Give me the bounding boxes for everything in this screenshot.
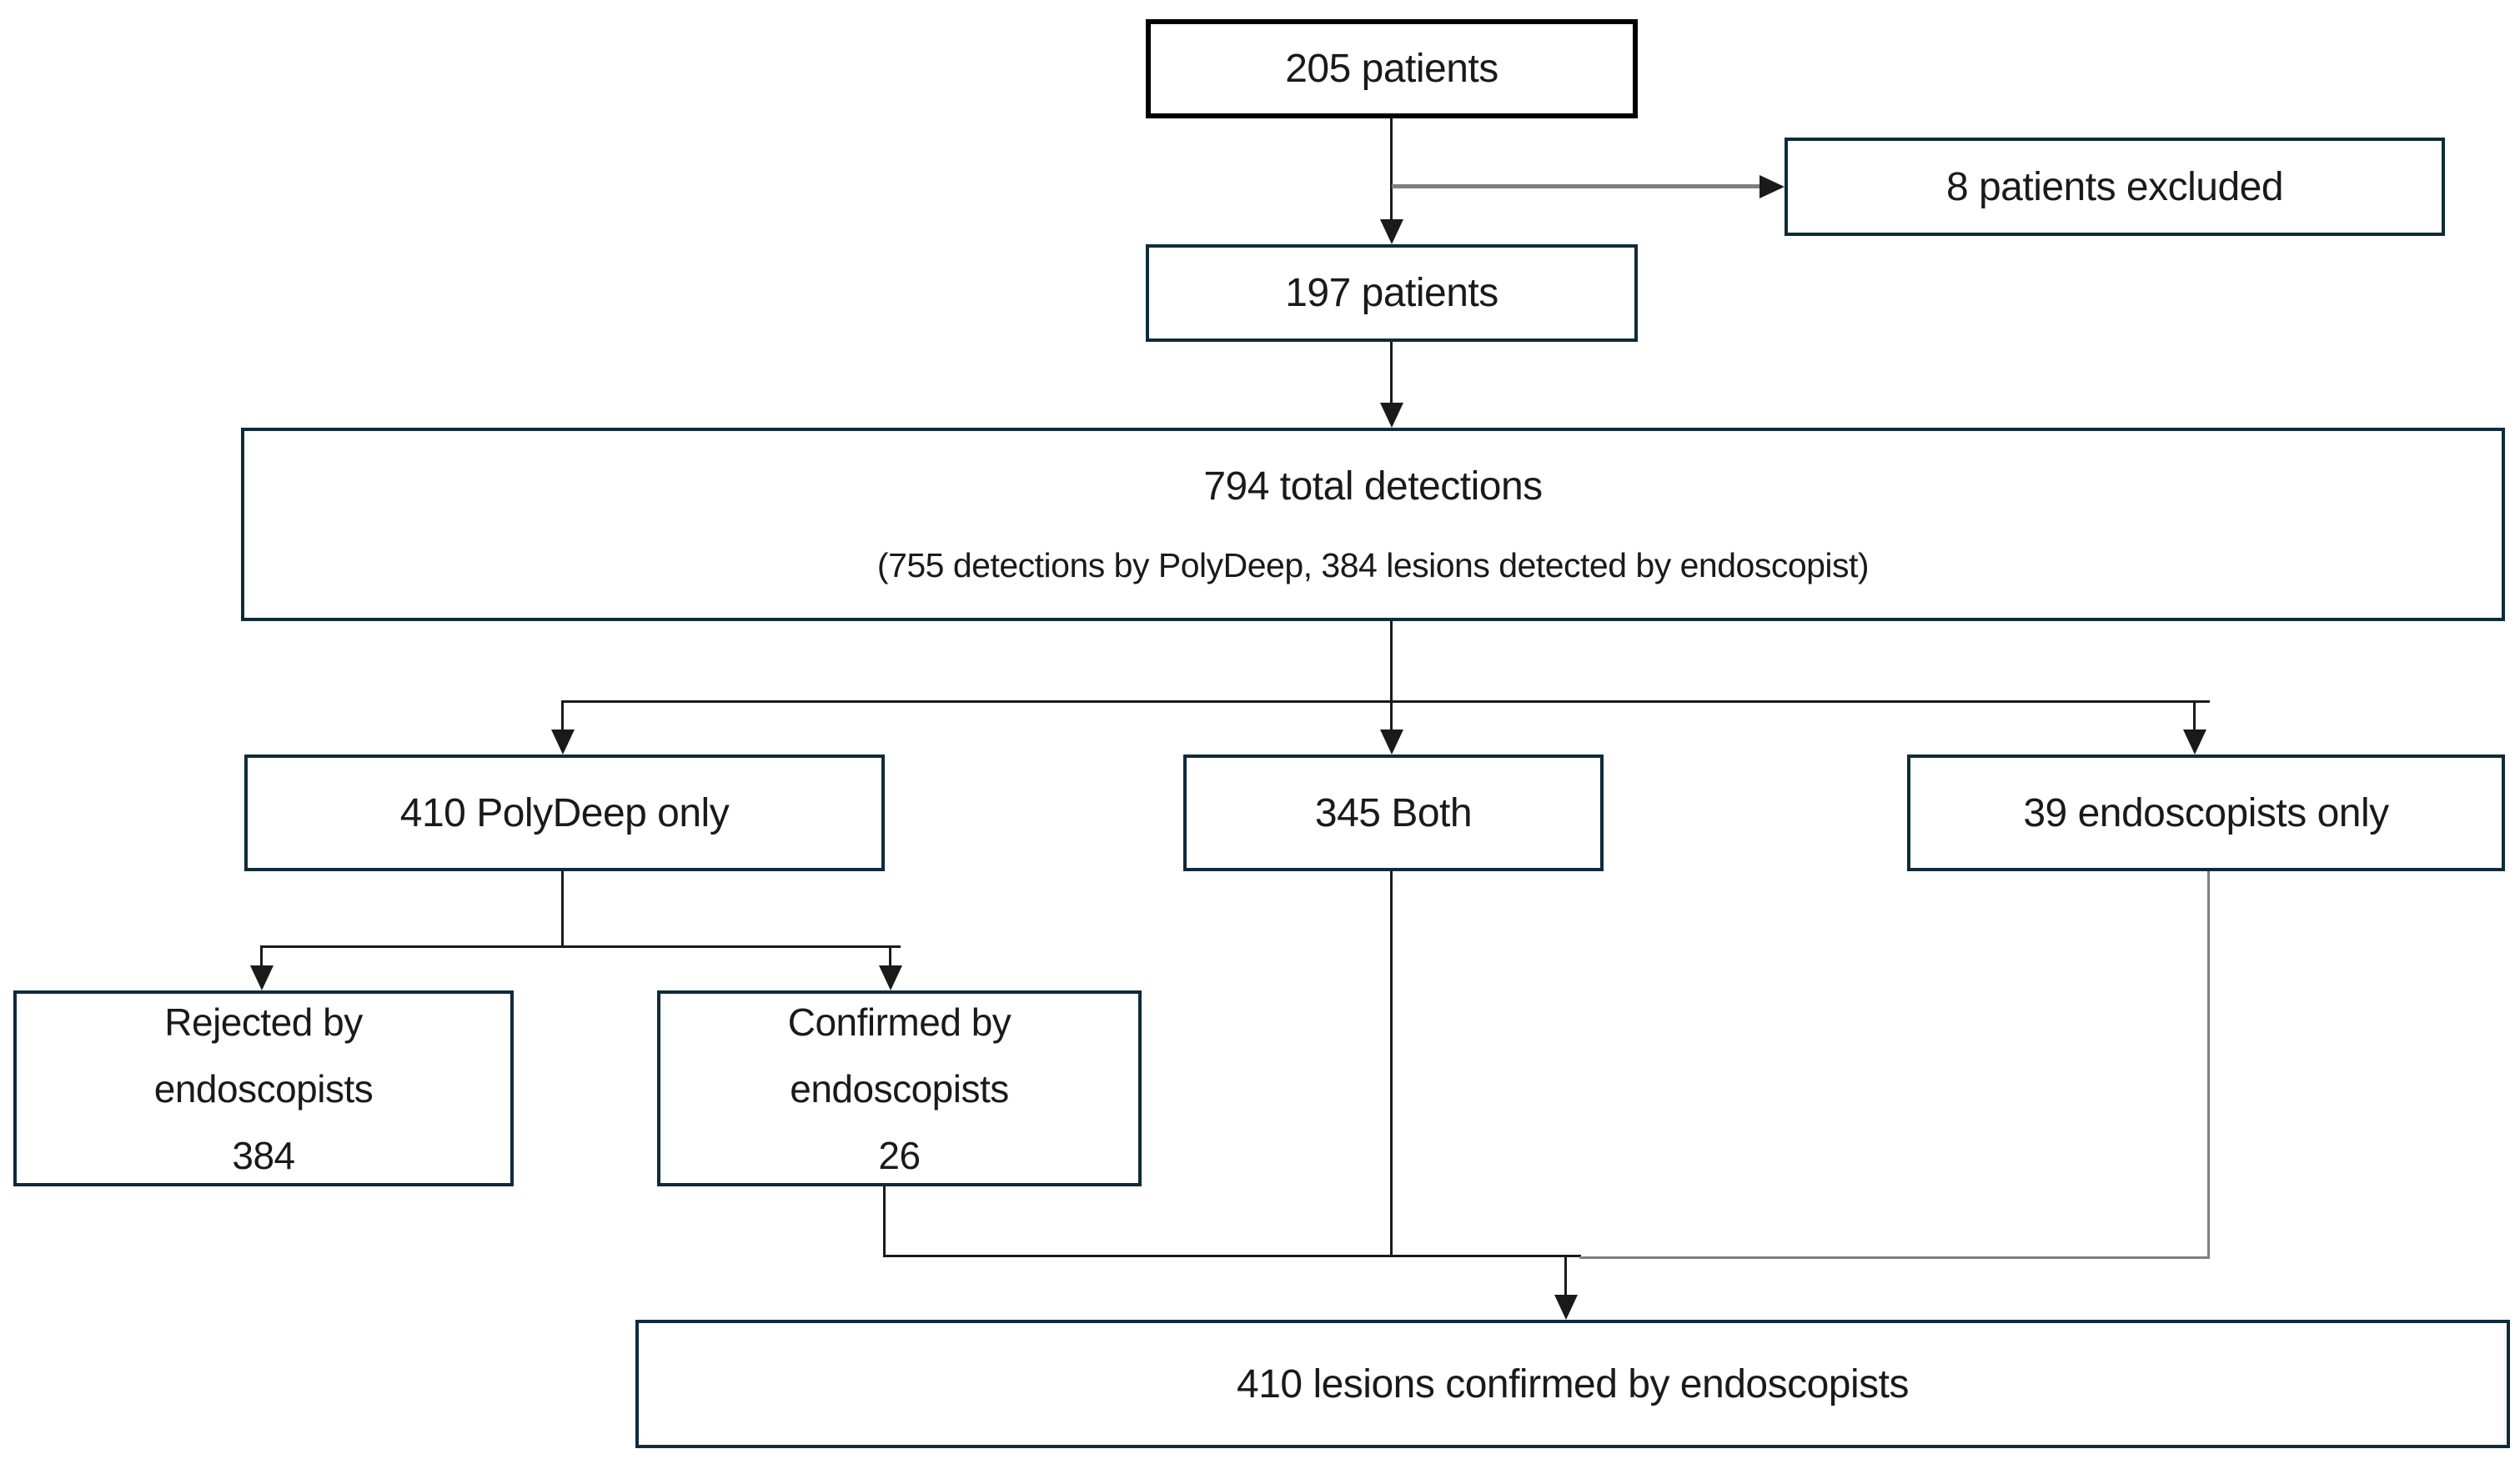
arrowhead-into-endoscopists-icon [2183,729,2206,755]
box-197-patients-label: 197 patients [1285,271,1498,315]
arrowhead-into-final-icon [1554,1295,1578,1320]
arrowhead-into-both-icon [1380,729,1403,755]
connector-both-down [1390,871,1393,1257]
connector-drop-polydeep [561,700,564,731]
connector-merge-horizontal-left [883,1255,1581,1257]
arrowhead-into-polydeep-icon [551,729,575,755]
connector-merge-down [1564,1255,1567,1296]
box-patients-excluded-label: 8 patients excluded [1945,164,2284,209]
connector-drop-confirmed [889,945,891,967]
connector-total-down [1390,621,1393,702]
box-both: 345 Both [1183,755,1604,871]
box-rejected-line2: endoscopists [153,1066,374,1111]
box-endoscopists-only: 39 endoscopists only [1907,755,2505,871]
box-rejected-line1: Rejected by [164,1000,363,1044]
box-confirmed-line1: Confirmed by [787,1000,1012,1044]
box-total-detections: 794 total detections (755 detections by … [241,428,2505,621]
connector-confirmed-down [883,1186,886,1257]
connector-endoscopists-down [2207,871,2210,1259]
box-polydeep-only: 410 PolyDeep only [244,755,885,871]
connector-merge-horizontal-right [1579,1256,2210,1259]
arrowhead-into-excluded-icon [1759,175,1785,198]
box-confirmed-count: 26 [878,1133,921,1177]
box-total-detections-title: 794 total detections [1203,464,1543,509]
box-lesions-confirmed-label: 410 lesions confirmed by endoscopists [1237,1361,1909,1406]
connector-split-horizontal [563,700,2210,703]
arrowhead-into-total-icon [1380,403,1403,428]
box-confirmed-line2: endoscopists [790,1066,1009,1111]
box-patients-excluded: 8 patients excluded [1785,138,2445,236]
connector-branch-to-excluded [1392,184,1763,188]
connector-205-to-197 [1390,118,1393,223]
connector-197-to-total [1390,342,1393,404]
arrowhead-into-rejected-icon [250,965,274,990]
connector-subsplit-horizontal [262,945,901,948]
box-confirmed-by-endoscopists: Confirmed by endoscopists 26 [657,990,1142,1186]
box-197-patients: 197 patients [1146,244,1638,342]
connector-drop-endoscopists [2193,700,2196,731]
box-rejected-count: 384 [232,1133,295,1177]
box-polydeep-only-label: 410 PolyDeep only [399,790,730,835]
box-rejected-by-endoscopists: Rejected by endoscopists 384 [13,990,514,1186]
box-total-detections-subtitle: (755 detections by PolyDeep, 384 lesions… [876,546,1870,584]
box-both-label: 345 Both [1314,790,1473,835]
arrowhead-into-confirmed-icon [879,965,902,990]
box-205-patients: 205 patients [1146,19,1638,118]
box-lesions-confirmed: 410 lesions confirmed by endoscopists [635,1320,2510,1448]
connector-drop-both [1390,700,1393,731]
connector-drop-rejected [260,945,263,967]
connector-polydeep-down [561,871,564,947]
box-205-patients-label: 205 patients [1285,47,1498,91]
arrowhead-into-197-icon [1380,219,1403,244]
box-endoscopists-only-label: 39 endoscopists only [2023,790,2389,835]
